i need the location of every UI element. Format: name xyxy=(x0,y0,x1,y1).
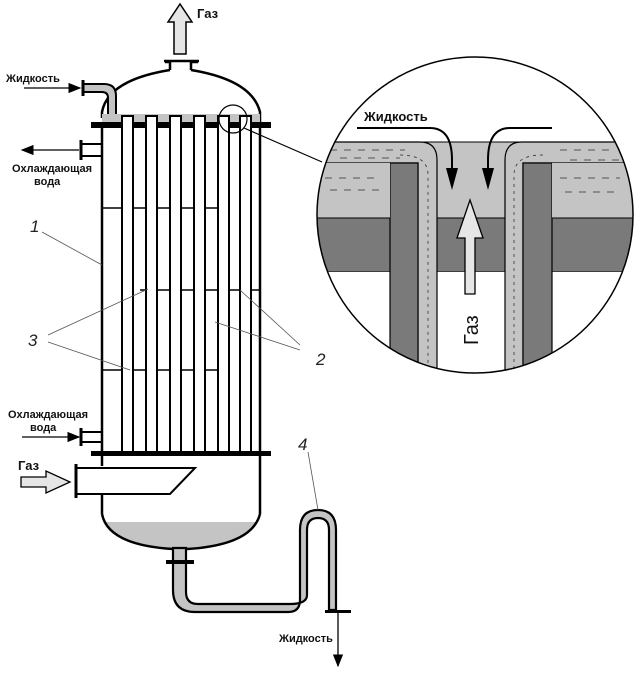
cooling-water-inlet-label-1: Охлаждающая xyxy=(8,409,88,421)
gas-inlet-pipe xyxy=(77,467,198,495)
gas-inlet-arrow xyxy=(20,469,72,495)
gas-outlet-label: Газ xyxy=(197,6,219,21)
detail-marker-circle xyxy=(218,104,248,134)
tubes xyxy=(121,115,252,455)
callout-4: 4 xyxy=(298,435,307,454)
cooling-water-inlet-nozzle xyxy=(79,428,102,446)
callout-2: 2 xyxy=(315,350,326,369)
detail-gas-arrow xyxy=(456,197,484,295)
liquid-outlet-label: Жидкость xyxy=(278,633,333,645)
lower-shell xyxy=(100,456,262,551)
detail-liquid-label: Жидкость xyxy=(363,109,428,124)
seal-flange xyxy=(325,610,351,613)
cooling-water-outlet-nozzle xyxy=(79,140,102,160)
gas-outlet-arrow xyxy=(166,2,194,55)
bottom-liquid xyxy=(104,522,258,548)
detail-circle xyxy=(316,56,634,374)
callout-3: 3 xyxy=(28,331,38,350)
cooling-water-inlet-label-2: вода xyxy=(30,422,57,434)
top-dome xyxy=(100,59,262,122)
liquid-inlet-label: Жидкость xyxy=(5,73,60,85)
cooling-water-outlet-label-1: Охлаждающая xyxy=(12,163,92,175)
outlet-flange xyxy=(166,560,194,564)
leader-lines xyxy=(41,231,319,511)
callout-1: 1 xyxy=(30,217,39,236)
detail-gas-label: Газ xyxy=(461,315,483,345)
detail-view xyxy=(317,127,633,373)
cooling-water-outlet-label-2: вода xyxy=(34,176,61,188)
gas-inlet-label: Газ xyxy=(18,458,40,473)
bottom-tube-sheet xyxy=(91,451,271,456)
